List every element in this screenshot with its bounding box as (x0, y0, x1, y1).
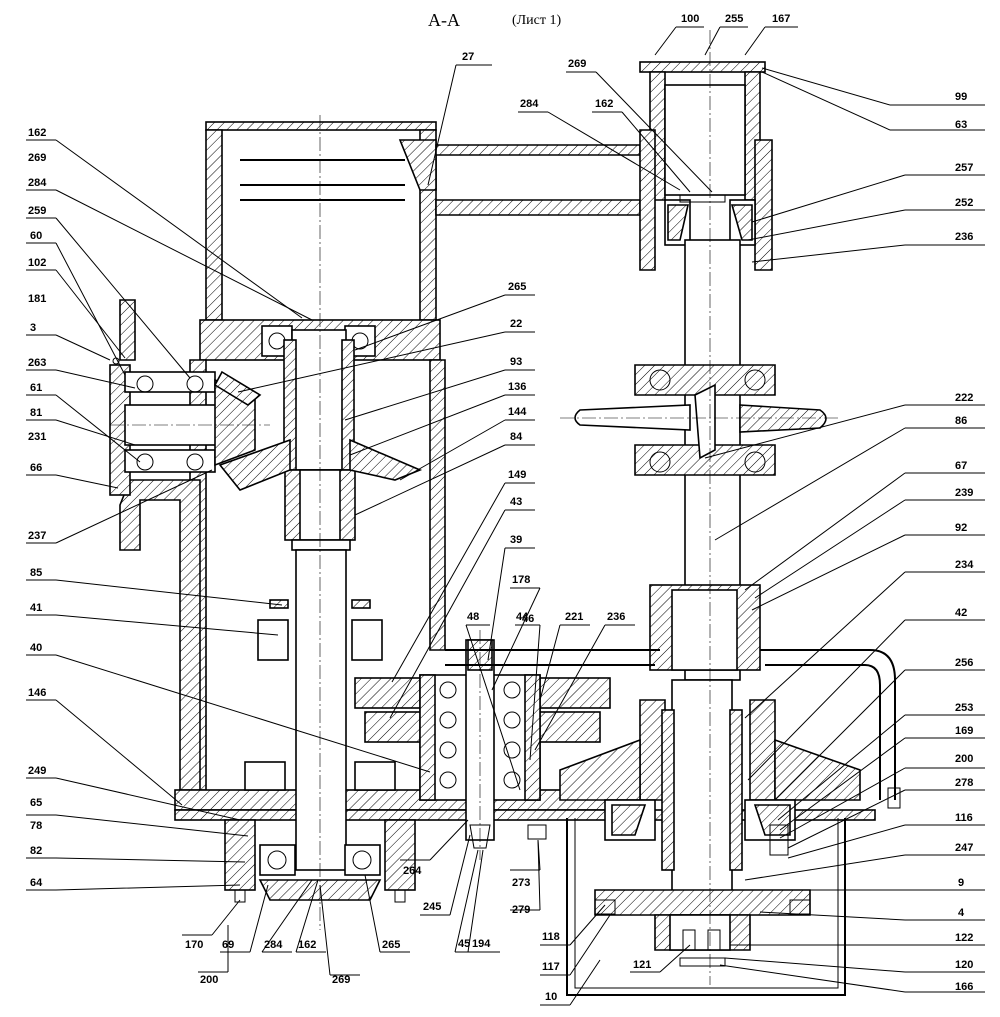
label-257: 257 (955, 162, 973, 174)
label-236-top: 236 (955, 231, 973, 243)
label-136: 136 (508, 381, 526, 393)
label-166: 166 (955, 981, 973, 993)
label-162-top: 162 (595, 98, 613, 110)
label-170: 170 (185, 939, 203, 951)
center-lines (110, 30, 840, 985)
label-247: 247 (955, 842, 973, 854)
label-200-right: 200 (955, 753, 973, 765)
label-118: 118 (542, 931, 560, 943)
label-60: 60 (30, 230, 42, 242)
label-82: 82 (30, 845, 42, 857)
label-10: 10 (545, 991, 557, 1003)
label-221: 221 (565, 611, 583, 623)
label-41: 41 (30, 602, 42, 614)
label-100: 100 (681, 13, 699, 25)
label-239: 239 (955, 487, 973, 499)
label-284-top: 284 (520, 98, 539, 110)
label-78: 78 (30, 820, 42, 832)
label-102: 102 (28, 257, 46, 269)
label-46: 46 (522, 613, 534, 625)
label-162-bottom: 162 (298, 939, 316, 951)
label-237: 237 (28, 530, 46, 542)
label-85: 85 (30, 567, 42, 579)
label-4: 4 (958, 907, 965, 919)
label-65: 65 (30, 797, 42, 809)
label-249: 249 (28, 765, 46, 777)
label-234: 234 (955, 559, 974, 571)
label-122: 122 (955, 932, 973, 944)
label-144: 144 (508, 406, 527, 418)
label-149: 149 (508, 469, 526, 481)
part-labels: 100 255 167 99 63 269 284 162 257 252 23… (28, 13, 974, 1003)
label-48: 48 (467, 611, 479, 623)
sheet-label: (Лист 1) (512, 13, 561, 28)
label-66: 66 (30, 462, 42, 474)
label-67: 67 (955, 460, 967, 472)
label-61: 61 (30, 382, 42, 394)
label-146: 146 (28, 687, 46, 699)
label-194: 194 (472, 938, 491, 950)
label-253: 253 (955, 702, 973, 714)
label-284-bottom: 284 (264, 939, 283, 951)
label-200-bottom: 200 (200, 974, 218, 986)
label-99: 99 (955, 91, 967, 103)
label-263: 263 (28, 357, 46, 369)
label-81: 81 (30, 407, 42, 419)
label-92: 92 (955, 522, 967, 534)
label-84: 84 (510, 431, 523, 443)
section-title: А-А (428, 10, 460, 30)
label-245: 245 (423, 901, 441, 913)
label-121: 121 (633, 959, 651, 971)
label-86: 86 (955, 415, 967, 427)
label-279: 279 (512, 904, 530, 916)
label-278: 278 (955, 777, 973, 789)
label-93: 93 (510, 356, 522, 368)
label-42: 42 (955, 607, 967, 619)
label-231: 231 (28, 431, 46, 443)
label-273: 273 (512, 877, 530, 889)
label-120: 120 (955, 959, 973, 971)
label-167: 167 (772, 13, 790, 25)
label-45: 45 (458, 938, 470, 950)
label-169: 169 (955, 725, 973, 737)
label-9: 9 (958, 877, 964, 889)
left-shaft (218, 329, 423, 903)
label-117: 117 (542, 961, 560, 973)
label-284-left: 284 (28, 177, 47, 189)
label-40: 40 (30, 642, 42, 654)
label-265-upper: 265 (508, 281, 526, 293)
leader-lines (26, 26, 985, 1006)
label-69: 69 (222, 939, 234, 951)
label-44: 44 (516, 611, 529, 623)
label-255: 255 (725, 13, 743, 25)
label-222: 222 (955, 392, 973, 404)
label-236-middle: 236 (607, 611, 625, 623)
label-39: 39 (510, 534, 522, 546)
label-178: 178 (512, 574, 530, 586)
label-269-bottom: 269 (332, 974, 350, 986)
input-shaft (109, 299, 262, 496)
label-264: 264 (403, 865, 422, 877)
label-162-left: 162 (28, 127, 46, 139)
label-27: 27 (462, 51, 474, 63)
label-252: 252 (955, 197, 973, 209)
label-256: 256 (955, 657, 973, 669)
label-269-top: 269 (568, 58, 586, 70)
label-265-bottom: 265 (382, 939, 400, 951)
label-269-left: 269 (28, 152, 46, 164)
label-22: 22 (510, 318, 522, 330)
label-3: 3 (30, 322, 36, 334)
label-181: 181 (28, 293, 46, 305)
label-259: 259 (28, 205, 46, 217)
label-64: 64 (30, 877, 43, 889)
label-63: 63 (955, 119, 967, 131)
label-43: 43 (510, 496, 522, 508)
label-116: 116 (955, 812, 973, 824)
